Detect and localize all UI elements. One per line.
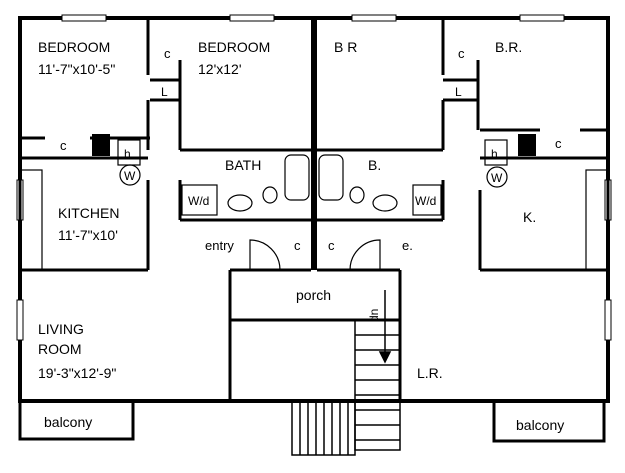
balcony-right: balcony xyxy=(516,417,564,433)
closet-bedroom1: c xyxy=(60,138,67,153)
balcony-left: balcony xyxy=(44,414,92,430)
porch-label: porch xyxy=(296,287,331,303)
right-living: L.R. xyxy=(417,365,443,381)
entry-closet: c xyxy=(294,238,301,253)
bedroom1-name: BEDROOM xyxy=(38,39,110,55)
right-entry-closet: c xyxy=(328,238,335,253)
bath-label: BATH xyxy=(225,157,261,173)
living-dims: 19'-3"x12'-9" xyxy=(38,365,116,381)
right-closet-bedroom1: c xyxy=(458,46,465,61)
right-bedroom1: B R xyxy=(334,39,357,55)
heater: h xyxy=(124,147,131,161)
party-wall xyxy=(311,18,317,270)
right-kitchen: K. xyxy=(523,209,536,225)
chimney-block xyxy=(518,134,536,156)
bedroom2-name: BEDROOM xyxy=(198,39,270,55)
entry-label: entry xyxy=(205,238,234,253)
right-closet-bedroom2: c xyxy=(555,136,562,151)
stair-arrow-icon xyxy=(378,290,392,364)
living-name-line1: LIVING xyxy=(38,321,84,337)
doors xyxy=(249,239,381,271)
living-name-line2: ROOM xyxy=(38,341,82,357)
right-washer-dryer: W/d xyxy=(415,194,436,208)
kitchen-dims: 11'-7"x10' xyxy=(58,227,118,243)
bedroom1-dims: 11'-7"x10'-5" xyxy=(38,61,115,77)
chimney-block xyxy=(92,134,110,156)
fixtures xyxy=(19,139,609,271)
balconies xyxy=(18,399,606,443)
closet-bedroom2: c xyxy=(164,46,171,61)
bedroom2-dims: 12'x12' xyxy=(198,61,242,77)
right-water-heater: W xyxy=(491,171,503,185)
right-heater: h xyxy=(491,147,498,161)
right-bath: B. xyxy=(368,157,381,173)
stairs xyxy=(291,319,401,456)
right-bedroom2: B.R. xyxy=(495,39,522,55)
kitchen-name: KITCHEN xyxy=(58,205,119,221)
water-heater: W xyxy=(124,169,136,183)
washer-dryer: W/d xyxy=(188,194,209,208)
stair-direction: dn xyxy=(367,309,381,322)
right-entry: e. xyxy=(402,238,413,253)
right-linen-closet: L xyxy=(455,85,462,99)
linen-closet: L xyxy=(161,85,168,99)
